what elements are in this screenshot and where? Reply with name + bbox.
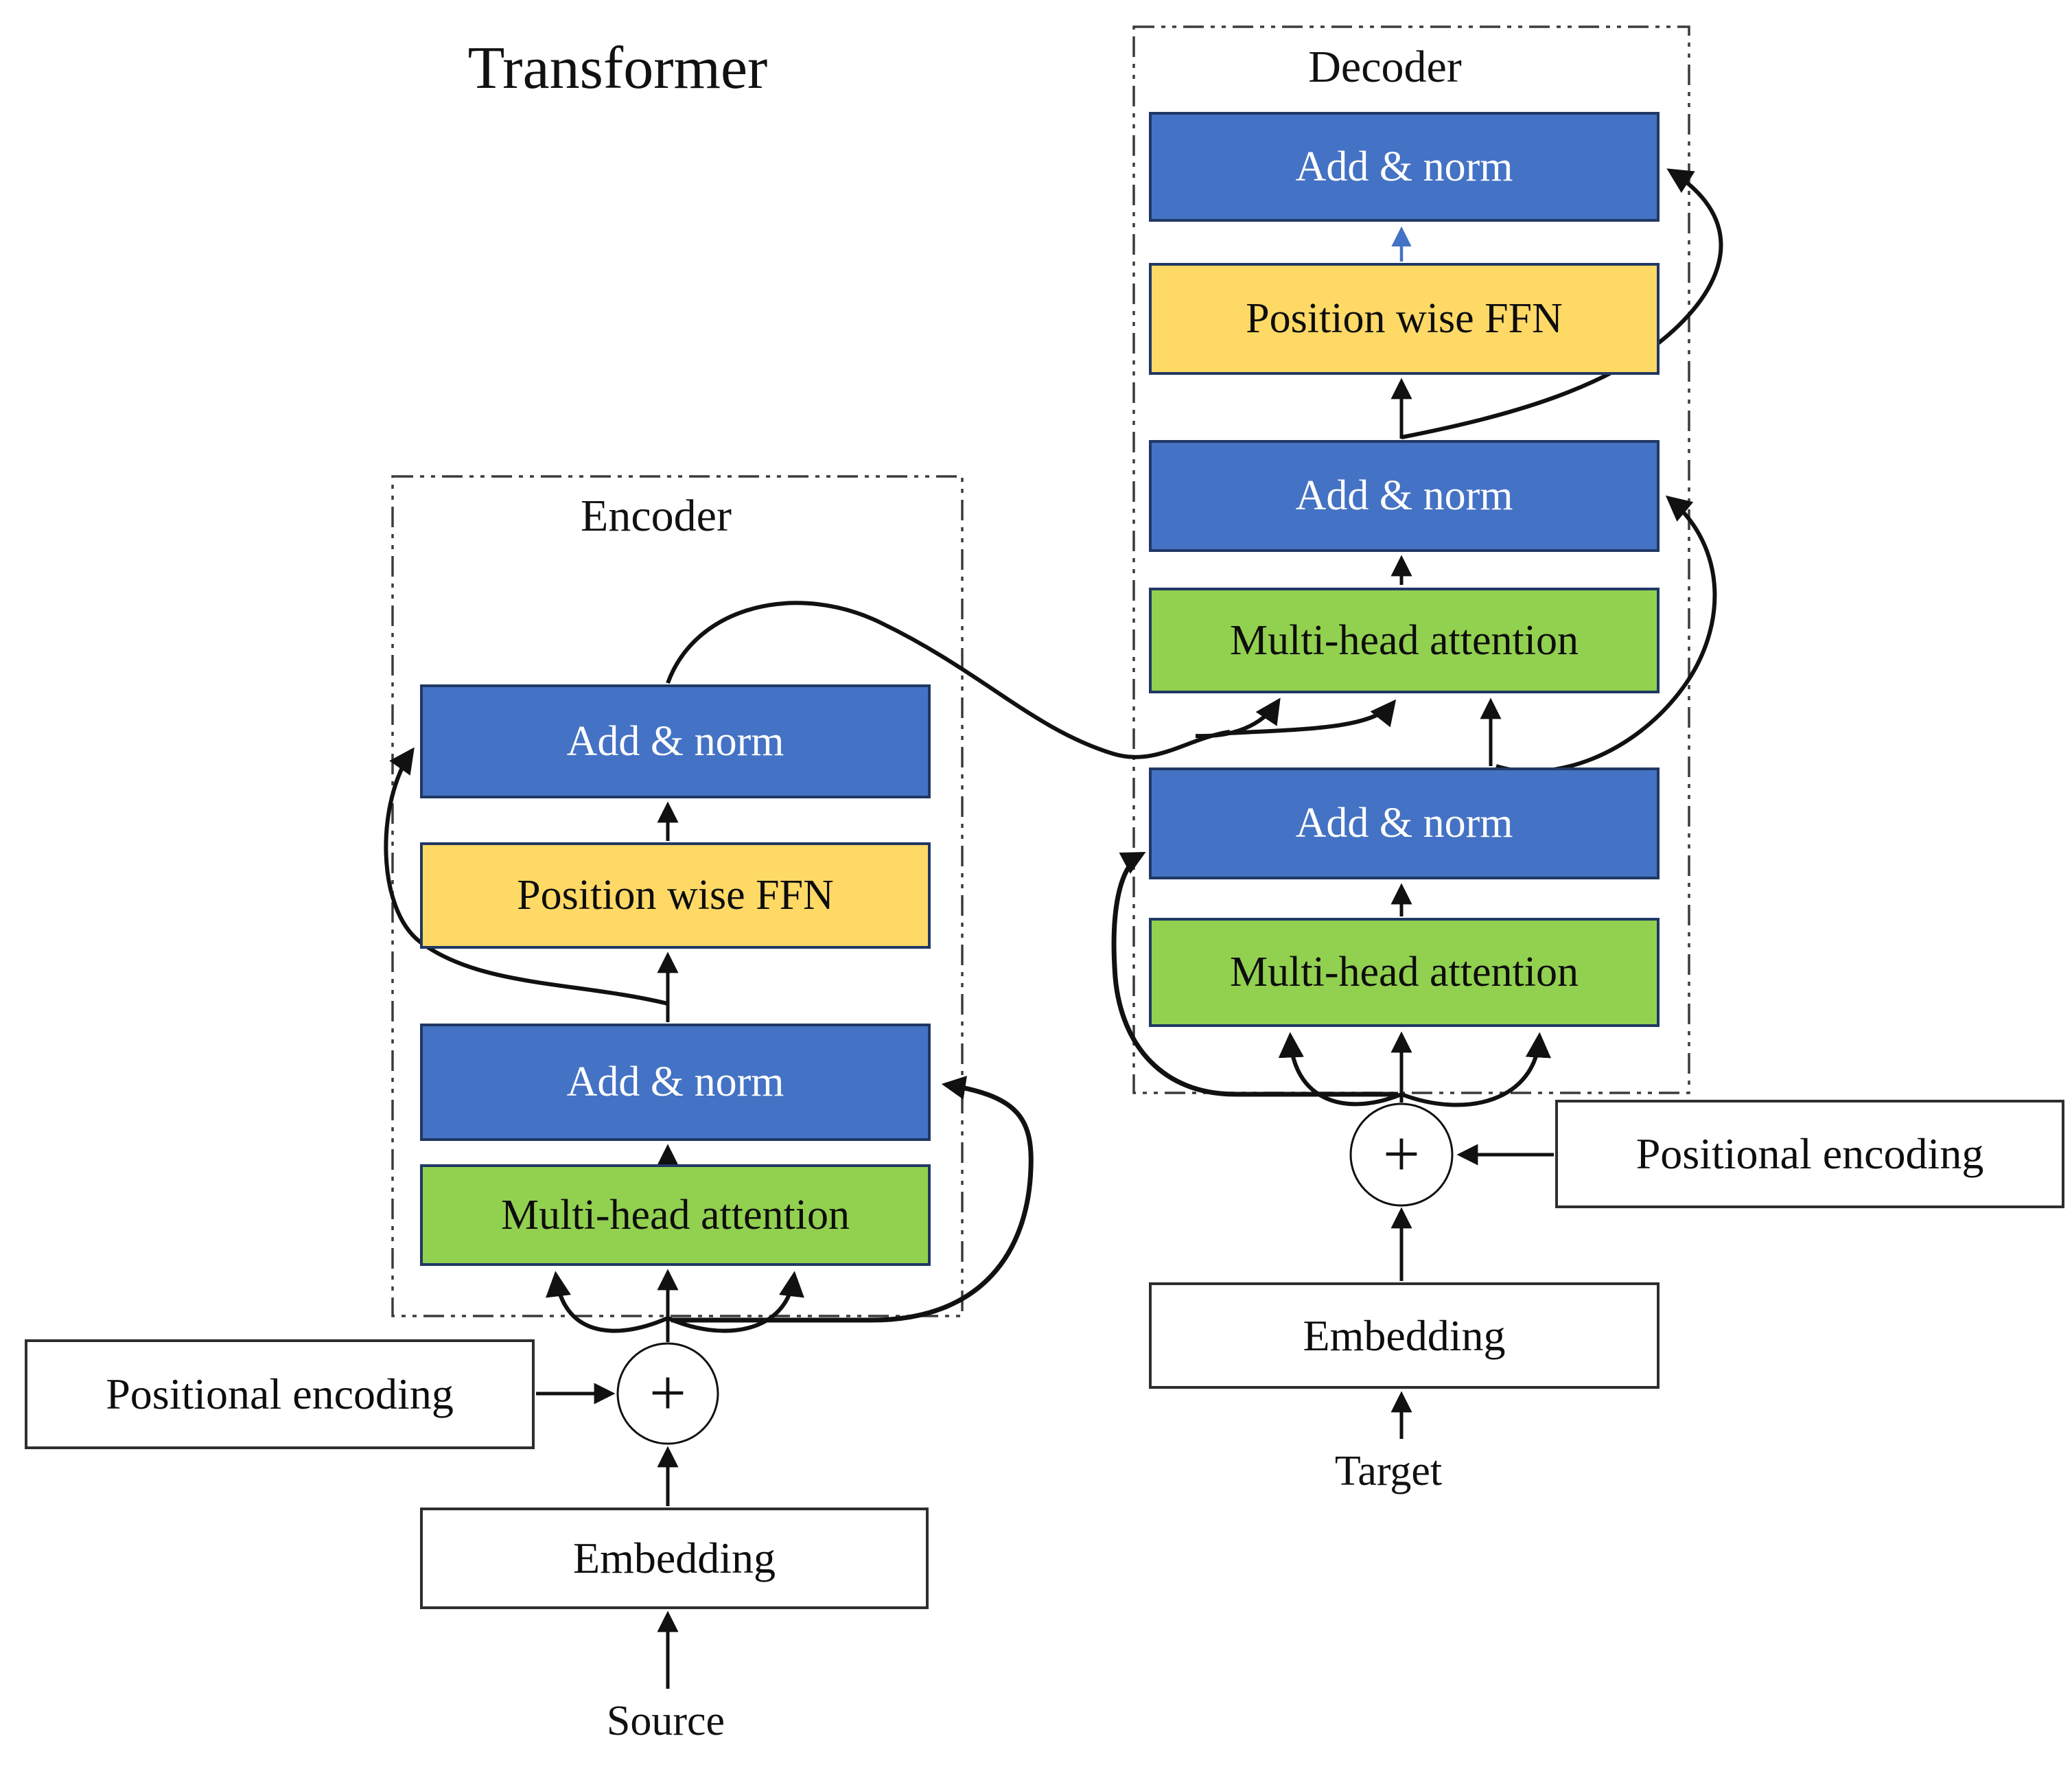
decoder-cross-attention-block: Multi-head attention	[1149, 588, 1660, 693]
decoder-embedding-box: Embedding	[1149, 1282, 1660, 1389]
encoder-add-norm-2-block: Add & norm	[420, 684, 931, 798]
source-input-label: Source	[606, 1697, 725, 1744]
decoder-ffn-block: Position wise FFN	[1149, 263, 1660, 375]
decoder-section-label: Decoder	[1308, 42, 1462, 92]
encoder-arrows	[384, 601, 1397, 1689]
encoder-positional-encoding-box: Positional encoding	[25, 1339, 535, 1449]
encoder-section-label: Encoder	[581, 491, 732, 541]
decoder-plus-icon: +	[1382, 1116, 1421, 1190]
target-input-label: Target	[1334, 1447, 1443, 1494]
encoder-plus-icon: +	[649, 1355, 687, 1429]
encoder-embedding-box: Embedding	[420, 1508, 929, 1609]
decoder-positional-encoding-box: Positional encoding	[1555, 1100, 2064, 1208]
encoder-box-outline	[391, 475, 964, 1317]
decoder-box-outline	[1132, 25, 1690, 1094]
encoder-add-norm-1-block: Add & norm	[420, 1024, 931, 1141]
encoder-ffn-block: Position wise FFN	[420, 842, 931, 949]
encoder-attention-block: Multi-head attention	[420, 1164, 931, 1266]
decoder-add-norm-3-block: Add & norm	[1149, 112, 1660, 222]
decoder-add-norm-2-block: Add & norm	[1149, 440, 1660, 552]
decoder-add-norm-1-block: Add & norm	[1149, 767, 1660, 879]
diagram-title: Transformer	[467, 34, 768, 102]
sum-circle-decoder	[1349, 1102, 1454, 1207]
sum-circle-encoder	[616, 1342, 719, 1445]
decoder-self-attention-block: Multi-head attention	[1149, 918, 1660, 1027]
